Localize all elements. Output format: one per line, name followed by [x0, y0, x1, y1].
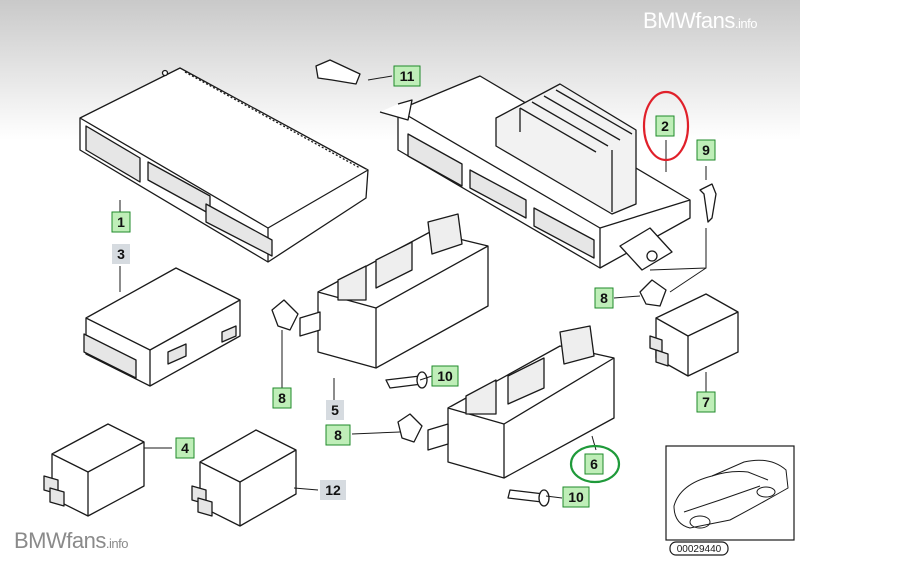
part-relay-housing-6 — [427, 325, 615, 479]
callout-box-6 — [584, 453, 604, 475]
callout-label-5: 5 — [331, 402, 339, 418]
part-clip-8b — [397, 413, 423, 443]
watermark-bottom-suffix: .info — [105, 536, 129, 551]
watermark-top: BMWfans.info — [643, 8, 757, 34]
callout-box-5 — [326, 400, 344, 420]
part-control-module-1 — [79, 67, 369, 263]
callout-label-1: 1 — [117, 214, 125, 230]
callout-label-3: 3 — [117, 246, 125, 262]
callout-label-6: 6 — [590, 456, 598, 472]
diagram-number: 00029440 — [677, 544, 722, 555]
callout-box-9 — [696, 139, 716, 161]
callout-label-2: 2 — [661, 118, 669, 134]
vehicle-inset — [665, 445, 795, 556]
part-control-module-2 — [379, 75, 691, 271]
part-screw-10b — [507, 489, 550, 507]
highlight-ring-6 — [569, 444, 621, 484]
callout-label-11: 11 — [400, 68, 415, 84]
callout-box-2 — [655, 115, 675, 137]
part-clip-11 — [315, 59, 361, 85]
callout-box-10b — [562, 486, 590, 508]
callout-label-10b: 10 — [568, 489, 584, 505]
callout-box-4 — [175, 437, 195, 459]
callout-box-10a — [431, 365, 459, 387]
callout-box-1 — [111, 211, 131, 233]
part-module-3 — [83, 267, 241, 387]
part-screw-10a — [385, 371, 428, 389]
callout-label-8a: 8 — [278, 390, 286, 406]
part-relay-4 — [43, 423, 145, 517]
callout-label-7: 7 — [702, 394, 710, 410]
callout-label-8b: 8 — [334, 427, 342, 443]
leader-lines — [119, 75, 707, 499]
watermark-top-brand: BMWfans — [643, 8, 735, 33]
callout-label-12: 12 — [325, 482, 341, 498]
watermark-bottom: BMWfans.info — [14, 528, 128, 554]
callout-label-8c: 8 — [600, 290, 608, 306]
watermark-bottom-brand: BMWfans — [14, 528, 106, 553]
part-relay-housing-5 — [299, 213, 489, 369]
right-margin — [800, 0, 922, 563]
highlight-ring-2 — [642, 90, 690, 162]
part-screw-9 — [699, 183, 717, 223]
callout-box-7 — [696, 391, 716, 413]
part-clip-8a — [271, 299, 299, 331]
callout-label-4: 4 — [181, 440, 189, 456]
part-relay-12 — [191, 429, 297, 527]
part-clip-8c — [639, 279, 667, 307]
callout-box-3 — [112, 244, 130, 264]
callout-box-11 — [393, 65, 421, 87]
callout-label-10a: 10 — [437, 368, 453, 384]
callout-box-12 — [320, 480, 346, 500]
callout-label-9: 9 — [702, 142, 710, 158]
watermark-top-suffix: .info — [734, 16, 758, 31]
callout-box-8a — [272, 387, 292, 409]
callout-box-8b — [325, 424, 351, 446]
part-relay-7 — [649, 293, 739, 377]
callout-box-8c — [594, 287, 614, 309]
